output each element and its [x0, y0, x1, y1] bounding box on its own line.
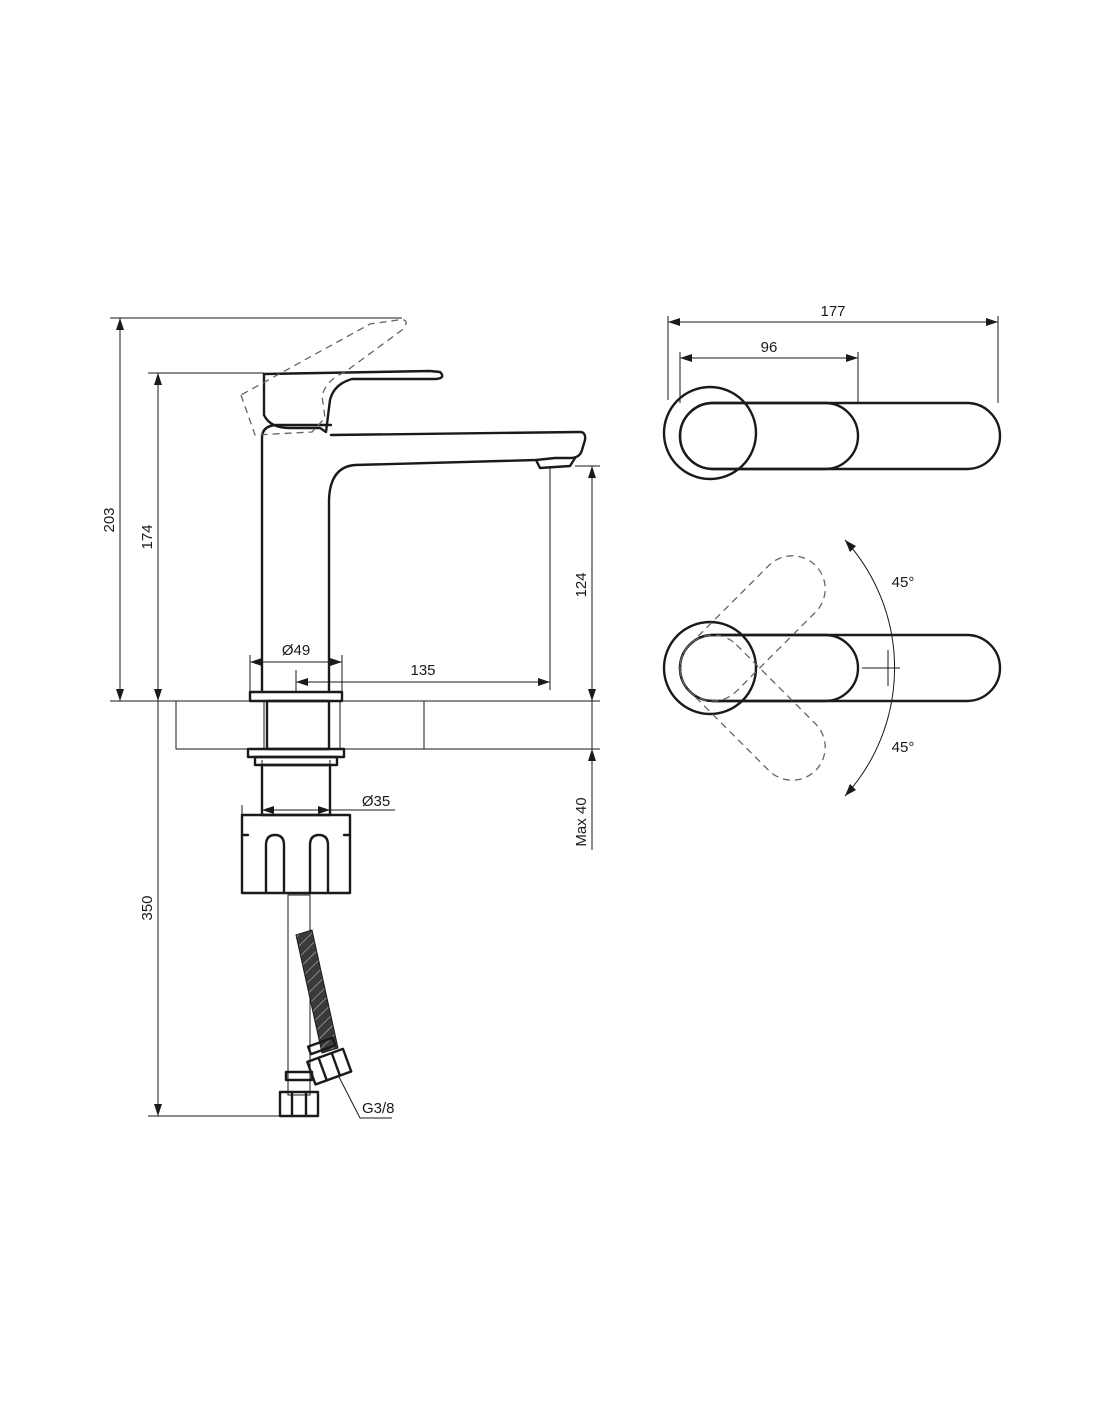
dim-96-label: 96 [761, 339, 778, 356]
top-view: 177 96 [662, 303, 1002, 481]
side-view: 203 174 124 Max 40 350 Ø49 135 Ø35 G3/8 [101, 317, 600, 1119]
angle-up-label: 45° [892, 574, 915, 591]
dim-135-label: 135 [410, 662, 435, 679]
shank [240, 699, 352, 895]
dim-diameter-35-label: Ø35 [362, 793, 390, 810]
dimension-lines [116, 318, 596, 1119]
dim-174-label: 174 [139, 524, 156, 549]
thread-label: G3/8 [362, 1100, 395, 1117]
angle-down-label: 45° [892, 739, 915, 756]
supply-hoses [278, 894, 353, 1118]
faucet-body [240, 319, 587, 703]
extension-lines [110, 317, 600, 1117]
dim-diameter-49-label: Ø49 [282, 642, 310, 659]
dim-203-label: 203 [101, 507, 118, 532]
dim-350-label: 350 [139, 895, 156, 920]
dim-177-label: 177 [820, 303, 845, 320]
dim-124-label: 124 [573, 572, 590, 597]
dim-max40-label: Max 40 [573, 797, 590, 846]
rotation-view: 45° 45° [662, 539, 1002, 797]
countertop [175, 700, 425, 750]
